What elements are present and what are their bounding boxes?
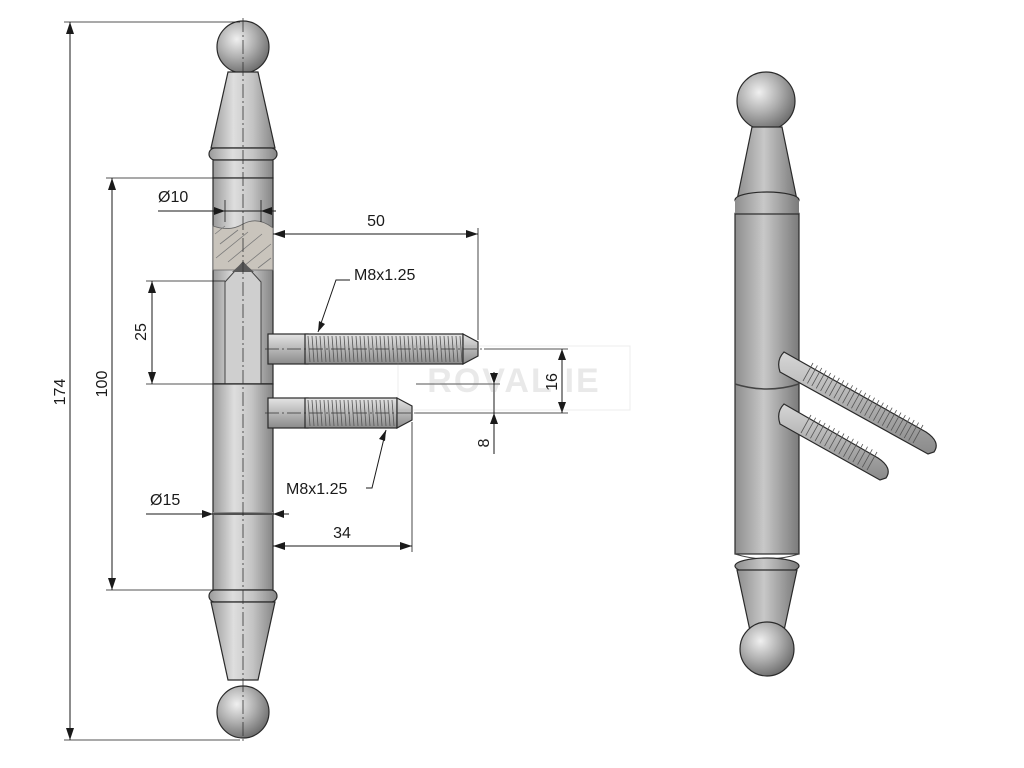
label-upper-thread: M8x1.25 — [354, 267, 415, 284]
isometric-view — [734, 71, 937, 677]
thread-line — [833, 433, 845, 452]
lower-thread-callout: M8x1.25 — [286, 429, 387, 498]
upper-thread-callout: M8x1.25 — [317, 267, 415, 333]
dim-body-length: 100 — [94, 177, 213, 591]
thread-line — [800, 414, 812, 434]
label-174: 174 — [52, 379, 69, 406]
label-16: 16 — [544, 373, 561, 391]
thread-line — [815, 370, 827, 389]
thread-line — [807, 365, 818, 384]
thread-line — [837, 382, 849, 402]
thread-line — [908, 422, 919, 441]
thread-line — [886, 409, 897, 429]
dim-pin-spacing: 16 — [416, 348, 568, 414]
thread-line — [843, 438, 854, 457]
thread-line — [903, 419, 915, 439]
thread-line — [371, 399, 375, 427]
iso-lower-pin — [778, 403, 889, 481]
dim-upper-pin-offset: 25 — [133, 280, 225, 385]
thread-line — [814, 422, 826, 442]
thread-line — [864, 397, 875, 416]
iso-upper-pin — [778, 351, 937, 455]
label-25: 25 — [133, 323, 150, 341]
thread-line — [857, 446, 868, 465]
thread-line — [367, 399, 371, 427]
label-lower-thread: M8x1.25 — [286, 481, 347, 498]
dim-upper-pin-length: 50 — [273, 213, 479, 340]
thread-line — [855, 392, 867, 411]
thread-line — [411, 335, 415, 363]
thread-line — [846, 387, 858, 406]
dim-lower-pin-offset: 8 — [416, 372, 500, 454]
thread-line — [459, 335, 463, 363]
front-elevation-view: 174 100 25 Ø10 — [52, 18, 631, 742]
thread-line — [455, 335, 459, 363]
svg-text:ROVAL IE: ROVAL IE — [427, 362, 600, 400]
thread-line — [824, 428, 835, 447]
thread-line — [861, 449, 873, 468]
thread-line — [833, 380, 845, 399]
thread-line — [415, 335, 419, 363]
thread-line — [810, 420, 821, 439]
thread-line — [323, 335, 327, 363]
thread-line — [851, 390, 862, 409]
thread-line — [829, 377, 840, 397]
label-diameter-15: Ø15 — [150, 492, 180, 509]
thread-line — [895, 414, 906, 434]
watermark: ROVAL IE — [397, 345, 631, 411]
thread-line — [899, 417, 911, 436]
iso-barrel — [734, 213, 800, 555]
thread-line — [881, 407, 893, 426]
thread-line — [852, 443, 864, 463]
thread-line — [842, 385, 853, 404]
label-100: 100 — [94, 371, 111, 398]
thread-line — [847, 441, 859, 460]
thread-line — [866, 451, 878, 471]
thread-line — [820, 372, 831, 392]
dim-lower-diameter: Ø15 — [146, 492, 289, 518]
thread-line — [367, 335, 371, 363]
thread-line — [877, 404, 889, 424]
thread-line — [824, 375, 836, 394]
thread-line — [828, 430, 840, 450]
thread-line — [802, 362, 814, 382]
dim-upper-diameter: Ø10 — [158, 189, 276, 222]
thread-line — [890, 412, 902, 431]
label-diameter-10: Ø10 — [158, 189, 188, 206]
thread-line — [323, 399, 327, 427]
thread-line — [371, 335, 375, 363]
iso-top-ball — [736, 71, 796, 131]
thread-line — [811, 367, 823, 387]
thread-line — [838, 435, 850, 455]
thread-line — [819, 425, 831, 444]
thread-line — [868, 400, 880, 419]
thread-line — [327, 399, 331, 427]
thread-line — [873, 402, 884, 421]
dim-lower-pin-length: 34 — [273, 422, 413, 552]
thread-line — [859, 395, 871, 414]
thread-line — [327, 335, 331, 363]
iso-bottom-ball — [739, 621, 795, 677]
label-34: 34 — [333, 525, 351, 542]
thread-line — [805, 417, 817, 436]
thread-line — [912, 424, 924, 444]
label-8: 8 — [476, 438, 493, 447]
dim-overall-length: 174 — [52, 21, 240, 741]
label-50: 50 — [367, 213, 385, 230]
